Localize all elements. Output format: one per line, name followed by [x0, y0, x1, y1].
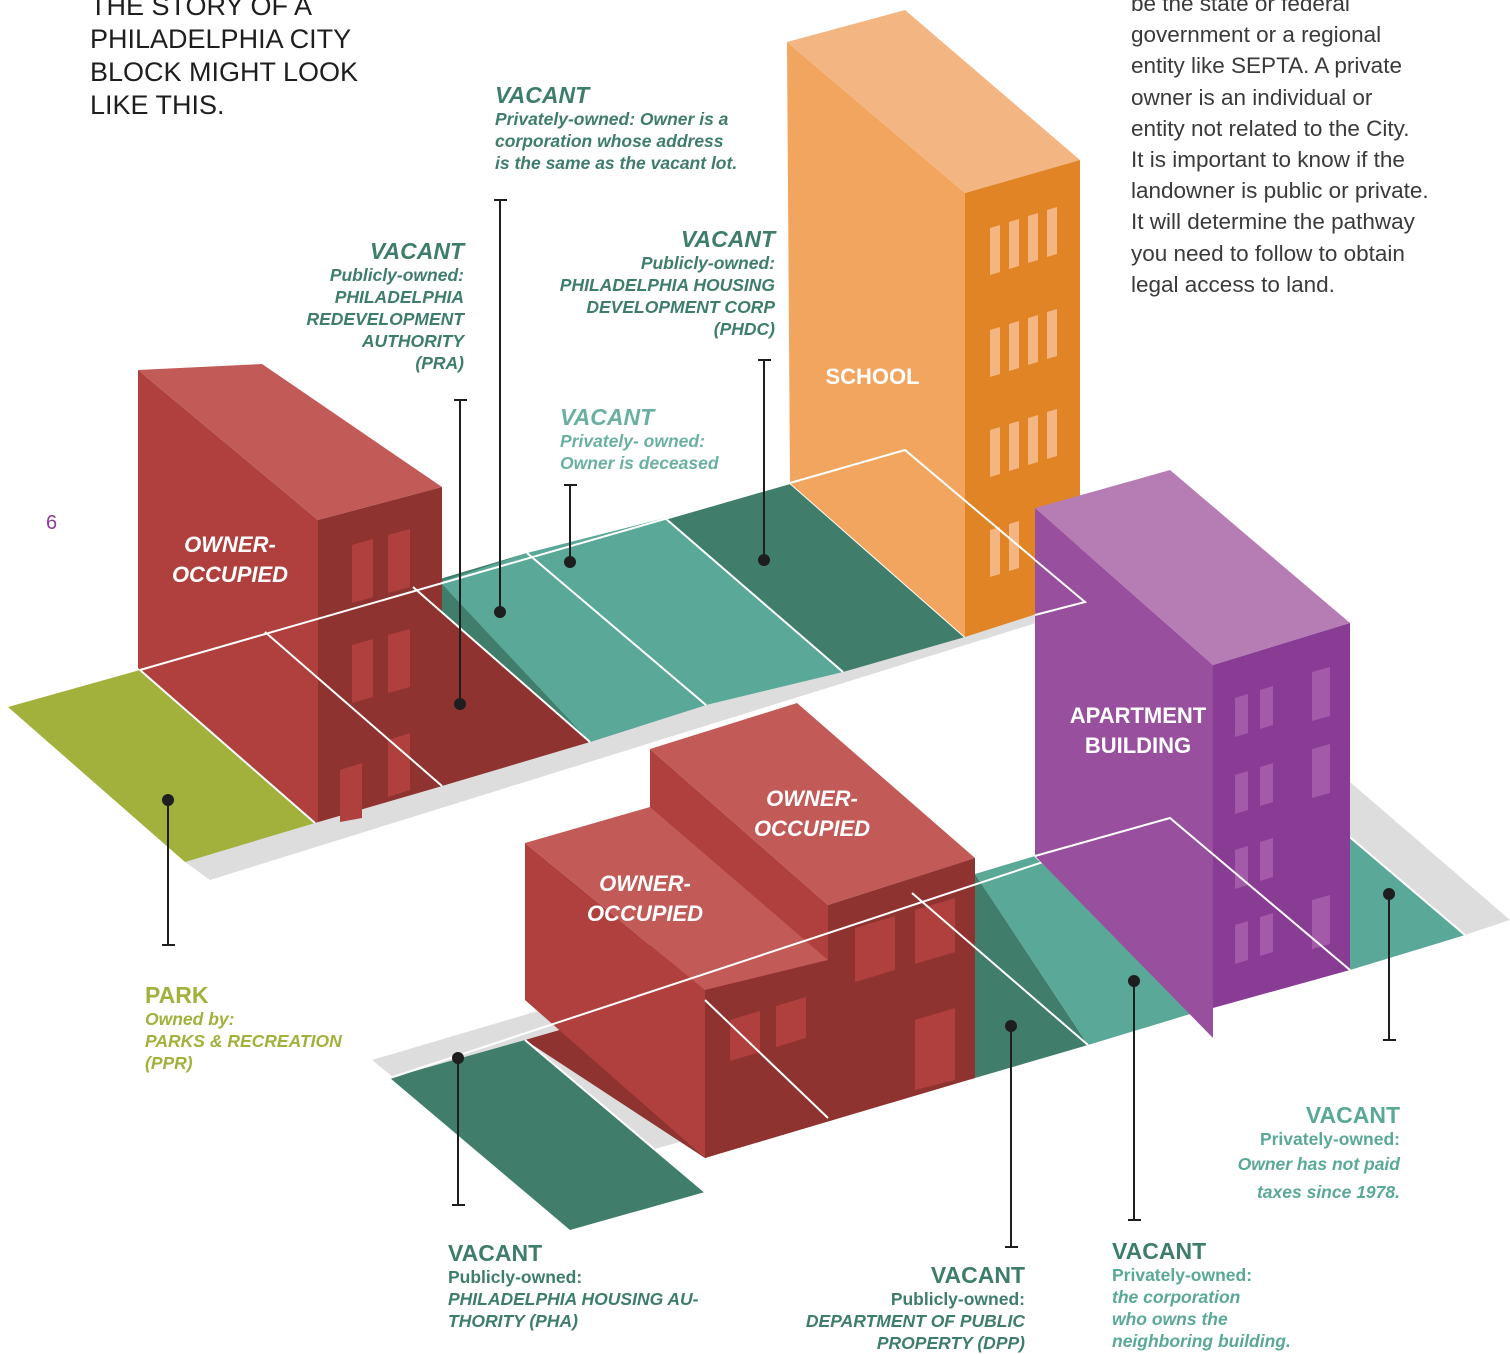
- owner-occupied-left-label: OWNER-OCCUPIED: [171, 532, 289, 587]
- lot-divider-3: [412, 586, 591, 743]
- label-vacant-dpp: VACANT Publicly-owned: DEPARTMENT OF PUB…: [805, 1262, 1025, 1353]
- ownership-explanation: be the state or federal government or a …: [1131, 0, 1510, 300]
- intro-line: THE STORY OF A: [90, 0, 313, 21]
- label-vacant-corp-same-address: VACANT Privately-owned: Owner is a corpo…: [495, 82, 738, 173]
- school-label: SCHOOL: [825, 364, 920, 389]
- lot-vacant-pha: [390, 1040, 705, 1230]
- lot-divider-4: [526, 552, 707, 706]
- intro-heading: THE STORY OF A PHILADELPHIA CITY BLOCK M…: [90, 0, 390, 122]
- owner-occupied-front-windows: [730, 898, 955, 1090]
- front-divider-3: [911, 892, 1089, 1046]
- page-number: 6: [46, 512, 58, 534]
- owner-occupied-front-left-roof: [525, 807, 828, 990]
- intro-line: PHILADELPHIA CITY: [90, 24, 352, 54]
- explanation-line: owner is an individual or: [1131, 84, 1373, 110]
- explanation-line: be the state or federal: [1131, 0, 1350, 16]
- owner-occupied-left-roof: [138, 364, 442, 520]
- lot-vacant-neighbor: [975, 856, 1210, 1045]
- explanation-line: It will determine the pathway: [1131, 209, 1415, 235]
- explanation-line: landowner is public or private.: [1131, 178, 1429, 204]
- explanation-line: you need to follow to obtain: [1131, 240, 1405, 266]
- label-vacant-pra: VACANT Publicly-owned: PHILADELPHIA REDE…: [306, 238, 464, 373]
- front-divider-6: [704, 999, 829, 1119]
- park-lot: [8, 670, 315, 862]
- explanation-line: entity like SEPTA. A private: [1131, 53, 1402, 79]
- pointer-lines: [162, 199, 1396, 1248]
- owner-occupied-front-right-label: OWNER-OCCUPIED: [753, 786, 871, 841]
- apartment-roof: [1035, 470, 1350, 665]
- owner-occupied-left-front: [138, 370, 318, 822]
- label-vacant-deceased: VACANT Privately- owned: Owner is deceas…: [560, 404, 719, 473]
- owner-occupied-front-left-face: [525, 843, 705, 1158]
- explanation-line: entity not related to the City.: [1131, 115, 1410, 141]
- school-lot-edge: [1034, 559, 1088, 616]
- front-row-curb-right: [1350, 782, 1510, 935]
- apartment-windows: [1235, 667, 1330, 964]
- front-lot-dividers: [524, 1039, 706, 1193]
- school-windows: [990, 207, 1057, 577]
- school-roof: [787, 10, 1080, 193]
- label-vacant-taxes: VACANT Privately-owned: Owner has not pa…: [1237, 1102, 1400, 1202]
- label-park: PARK Owned by: PARKS & RECREATION (PPR): [145, 982, 342, 1073]
- owner-occupied-front-right-roof: [650, 703, 975, 905]
- label-vacant-neighbor-corp: VACANT Privately-owned: the corporation …: [1112, 1238, 1291, 1351]
- owner-occupied-front-left-label: OWNER-OCCUPIED: [586, 871, 704, 926]
- explanation-line: government or a regional: [1131, 22, 1382, 48]
- apartment-lot-outline: [1034, 816, 1351, 971]
- lot-vacant-corp-2: [440, 553, 706, 742]
- back-lot-dividers: [139, 669, 316, 824]
- label-vacant-pha: VACANT Publicly-owned: PHILADELPHIA HOUS…: [448, 1240, 699, 1331]
- apartment-front: [1035, 508, 1213, 1038]
- school-front: [787, 42, 965, 637]
- explanation-line: legal access to land.: [1131, 271, 1335, 297]
- intro-line: BLOCK MIGHT LOOK: [90, 57, 359, 87]
- intro-line: LIKE THIS.: [90, 90, 225, 120]
- label-vacant-phdc: VACANT Publicly-owned: PHILADELPHIA HOUS…: [559, 226, 775, 339]
- explanation-line: It is important to know if the: [1131, 147, 1405, 173]
- owner-occupied-left-windows: [340, 529, 410, 822]
- owner-occupied-left-side: [318, 487, 442, 822]
- lot-divider-5: [664, 517, 844, 673]
- lot-divider-2: [264, 631, 443, 787]
- school-lot-outline: [789, 448, 1086, 603]
- lot-vacant-phdc: [665, 483, 965, 672]
- lot-vacant-deceased: [527, 518, 843, 705]
